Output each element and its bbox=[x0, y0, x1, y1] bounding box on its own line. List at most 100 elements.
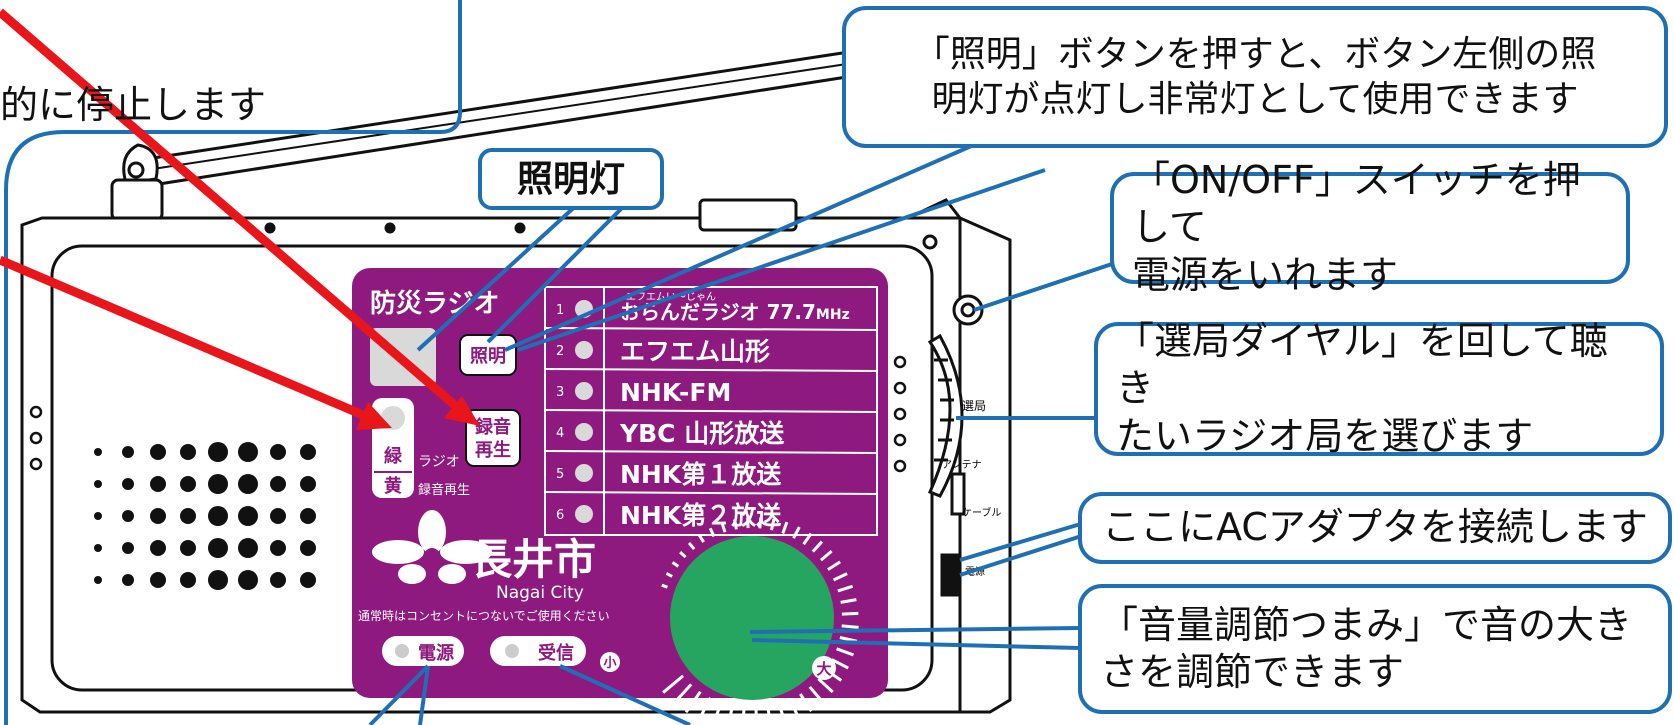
speaker-hole bbox=[122, 446, 134, 458]
record-button-label-2: 再生 bbox=[475, 439, 511, 461]
callout-light-button-line2: 明灯が点灯し非常灯として使用できます bbox=[931, 79, 1579, 120]
speaker-hole bbox=[300, 508, 316, 524]
callout-ac-adapter: ここにACアダプタを接続します bbox=[1078, 492, 1672, 564]
callout-tuning-dial: 「選局ダイヤル」を回して聴き たいラジオ局を選びます bbox=[1094, 319, 1664, 458]
station-row-divider bbox=[544, 450, 878, 454]
station-number: 6 bbox=[556, 508, 564, 523]
speaker-hole bbox=[238, 442, 258, 462]
volume-tick bbox=[733, 519, 738, 530]
callout-light-label: 照明灯 bbox=[478, 148, 664, 210]
side-tuning-label: 選局 bbox=[962, 399, 986, 413]
speaker-hole bbox=[238, 506, 258, 526]
side-controls bbox=[927, 294, 984, 597]
callout-pointers bbox=[4, 0, 1119, 725]
volume-tick bbox=[687, 541, 696, 551]
speaker-hole bbox=[270, 572, 286, 588]
callout-power-switch-line1: 「ON/OFF」スイッチを押して bbox=[1132, 157, 1581, 250]
speaker-hole bbox=[270, 476, 286, 492]
callout-volume-knob-line2: さを調節できます bbox=[1100, 650, 1405, 694]
lamp-green-label: 緑 bbox=[384, 445, 403, 467]
red-arrows bbox=[0, 8, 480, 430]
speaker-hole bbox=[94, 512, 102, 520]
volume-tick bbox=[777, 703, 787, 725]
callout-power-switch: 「ON/OFF」スイッチを押して 電源をいれます bbox=[1110, 158, 1630, 297]
volume-tick bbox=[708, 527, 716, 538]
city-name-en: Nagai City bbox=[496, 583, 584, 603]
callout-volume-knob: 「音量調節つまみ」で音の大き さを調節できます bbox=[1078, 584, 1672, 714]
speaker-hole bbox=[238, 474, 258, 494]
speaker-hole bbox=[300, 476, 316, 492]
side-cable-label: ケーブル bbox=[962, 506, 1001, 519]
side-holes bbox=[29, 355, 907, 473]
callout-tuning-dial-line2: たいラジオ局を選びます bbox=[1116, 413, 1534, 458]
volume-tick bbox=[711, 702, 723, 725]
volume-tick bbox=[741, 707, 746, 725]
lamp-record-label: 録音再生 bbox=[418, 482, 470, 498]
station-number: 2 bbox=[556, 344, 564, 359]
speaker-hole bbox=[208, 474, 228, 494]
volume-tick bbox=[841, 611, 859, 616]
speaker-hole bbox=[122, 542, 134, 554]
volume-knob[interactable] bbox=[670, 536, 834, 700]
volume-tick bbox=[802, 532, 813, 546]
callout-light-button: 「照明」ボタンを押すと、ボタン左側の照 明灯が点灯し非常灯として使用できます bbox=[842, 6, 1668, 148]
callout-top-left-text: 的に停止します bbox=[0, 83, 267, 127]
volume-tick bbox=[720, 522, 727, 533]
callout-light-label-text: 照明灯 bbox=[516, 158, 625, 200]
volume-tick bbox=[811, 540, 824, 553]
volume-tick bbox=[817, 677, 834, 694]
volume-tick bbox=[679, 551, 687, 559]
city-name: 長井市 bbox=[470, 535, 596, 584]
station-name: エフエム山形 bbox=[620, 337, 770, 366]
speaker-hole bbox=[150, 540, 166, 556]
speaker-hole bbox=[208, 506, 228, 526]
speaker-hole bbox=[180, 572, 196, 588]
speaker-hole bbox=[238, 538, 258, 558]
station-led bbox=[575, 341, 593, 359]
usage-notice: 通常時はコンセントにつないでご使用ください bbox=[358, 608, 610, 623]
volume-tick bbox=[754, 707, 759, 725]
volume-min-label: 小 bbox=[603, 656, 616, 671]
station-number: 5 bbox=[556, 467, 564, 482]
lamp-yellow-label: 黄 bbox=[384, 475, 402, 497]
speaker-hole bbox=[150, 444, 166, 460]
callout-top-left-partial: 的に停止します bbox=[0, 70, 420, 140]
record-button[interactable]: 録音 再生 bbox=[465, 409, 521, 467]
record-button-label-1: 録音 bbox=[475, 416, 511, 438]
volume-tick bbox=[831, 658, 849, 670]
speaker-hole bbox=[150, 508, 166, 524]
speaker-hole bbox=[270, 508, 286, 524]
volume-tick bbox=[792, 526, 801, 539]
volume-tick bbox=[697, 534, 705, 543]
station-row-divider bbox=[544, 409, 878, 413]
ac-jack[interactable] bbox=[940, 553, 960, 597]
station-row-divider bbox=[544, 368, 878, 372]
callout-volume-knob-line1: 「音量調節つまみ」で音の大き bbox=[1100, 602, 1633, 647]
volume-tick bbox=[697, 697, 712, 721]
speaker-hole bbox=[122, 510, 134, 522]
station-led bbox=[575, 505, 593, 523]
station-number: 4 bbox=[556, 426, 564, 441]
speaker-hole bbox=[122, 478, 134, 490]
station-led bbox=[575, 423, 593, 441]
station-row-divider bbox=[544, 491, 878, 495]
station-led bbox=[575, 382, 593, 400]
volume-tick bbox=[808, 685, 824, 704]
volume-tick bbox=[684, 690, 702, 714]
station-name: NHK-FM bbox=[620, 378, 731, 407]
speaker-hole bbox=[180, 444, 196, 460]
volume-tick bbox=[841, 624, 859, 629]
speaker-hole bbox=[150, 476, 166, 492]
volume-tick bbox=[665, 572, 673, 578]
speaker-hole bbox=[300, 572, 316, 588]
light-button-label: 照明 bbox=[470, 346, 506, 367]
callout-power-switch-line2: 電源をいれます bbox=[1132, 252, 1399, 297]
volume-tick bbox=[832, 572, 848, 582]
tuning-dial[interactable] bbox=[927, 333, 964, 498]
speaker-hole bbox=[94, 480, 102, 488]
receive-indicator: 受信 bbox=[490, 636, 586, 666]
light-button[interactable]: 照明 bbox=[459, 334, 517, 376]
city-logo-icon bbox=[372, 510, 492, 584]
